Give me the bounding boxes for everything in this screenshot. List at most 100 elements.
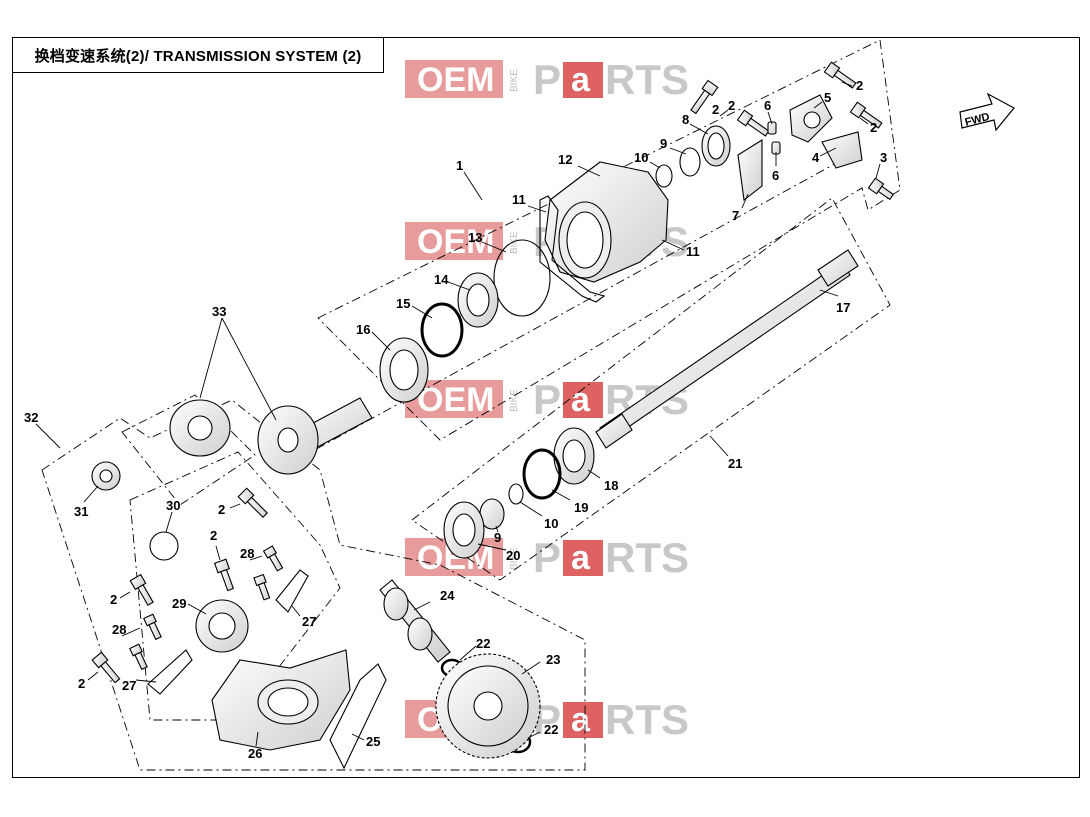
callout-2: 2 [870, 120, 877, 135]
watermark: OEM BIKE P a RTS [405, 376, 689, 423]
bolt-2-b [823, 61, 857, 89]
callout-3: 3 [880, 150, 887, 165]
callout-21: 21 [728, 456, 742, 471]
watermark-oem-text: OEM [417, 61, 494, 99]
bolt-2-e [237, 487, 268, 518]
sub-housing-outline [129, 451, 341, 721]
watermark-p: P [533, 534, 561, 581]
plate-7 [737, 139, 763, 202]
watermark-bike-text: BIKE [509, 547, 520, 570]
leader-lines [35, 81, 881, 747]
callout-2: 2 [210, 528, 217, 543]
callout-30: 30 [166, 498, 180, 513]
shaft-axis-line [299, 149, 861, 459]
gear-33-outline [121, 394, 256, 506]
callout-22: 22 [544, 722, 558, 737]
gasket-11 [539, 195, 606, 303]
bracket-27-b [147, 649, 193, 695]
bolt-28-a [262, 545, 284, 572]
page-title: 换档变速系统(2)/ TRANSMISSION SYSTEM (2) [34, 47, 362, 65]
watermark-a: a [571, 701, 591, 739]
washer-30 [149, 531, 179, 561]
callout-17: 17 [836, 300, 850, 315]
watermark-oem-box [405, 222, 503, 260]
bolt-2-c [849, 101, 883, 129]
callout-13: 13 [468, 230, 482, 245]
watermark-bike-text: BIKE [509, 389, 520, 412]
shaft-17 [599, 261, 851, 442]
callout-14: 14 [434, 272, 449, 287]
title-box: 换档变速系统(2)/ TRANSMISSION SYSTEM (2) [12, 37, 384, 73]
callout-6: 6 [772, 168, 779, 183]
callout-28: 28 [112, 622, 126, 637]
watermark-rts: RTS [605, 696, 689, 743]
callout-25: 25 [366, 734, 380, 749]
callouts: 1 2 2 2 2 3 4 5 6 6 7 8 9 10 11 11 12 13… [24, 78, 887, 761]
callout-31: 31 [74, 504, 88, 519]
shaft-17-end-spline [595, 413, 633, 449]
callout-2: 2 [728, 98, 735, 113]
callout-11: 11 [686, 244, 700, 259]
callout-24: 24 [440, 588, 455, 603]
watermark-oem-text: OEM [417, 223, 494, 261]
shafts [299, 249, 859, 451]
bolt-3 [867, 177, 895, 201]
callout-11: 11 [512, 192, 526, 207]
callout-22: 22 [476, 636, 490, 651]
bolt-28-d [129, 643, 148, 671]
callout-4: 4 [812, 150, 820, 165]
bolt-2-g [129, 573, 154, 606]
watermark-rts: RTS [605, 534, 689, 581]
callout-26: 26 [248, 746, 262, 761]
callout-16: 16 [356, 322, 370, 337]
circlip-19 [522, 448, 562, 500]
callout-19: 19 [574, 500, 588, 515]
callout-33: 33 [212, 304, 226, 319]
callout-29: 29 [172, 596, 186, 611]
shaft-21-parts [443, 427, 595, 559]
o-ring-13 [493, 239, 551, 317]
circlip-10-top [655, 164, 673, 188]
left-group-parts [91, 399, 541, 770]
callout-8: 8 [682, 112, 689, 127]
watermark-a-box [563, 702, 603, 738]
watermark-bike-text: BIKE [509, 231, 520, 254]
circlip-10-bottom [508, 483, 524, 505]
bolt-28-c [143, 613, 162, 641]
watermark-a: a [571, 539, 591, 577]
watermark-p: P [533, 56, 561, 103]
callout-2: 2 [78, 676, 85, 691]
callout-27: 27 [122, 678, 136, 693]
diagram-frame [12, 37, 1080, 778]
gasket-25 [329, 663, 387, 770]
callout-23: 23 [546, 652, 560, 667]
callout-7: 7 [732, 208, 739, 223]
callout-20: 20 [506, 548, 520, 563]
shaft-17-spline [817, 249, 859, 287]
callout-10: 10 [544, 516, 558, 531]
callout-2: 2 [712, 102, 719, 117]
upper-right-parts [379, 61, 895, 403]
bracket-27-a [275, 569, 309, 613]
callout-1: 1 [456, 158, 463, 173]
bolt-28-b [253, 573, 271, 601]
watermark-oem-text: OEM [417, 381, 494, 419]
bolt-2-a [690, 79, 719, 115]
callout-2: 2 [856, 78, 863, 93]
callout-12: 12 [558, 152, 572, 167]
callout-9: 9 [660, 136, 667, 151]
bolt-2-d [736, 109, 770, 137]
dowel-pin-6-a [767, 121, 777, 135]
callout-6: 6 [764, 98, 771, 113]
circlip-15 [420, 302, 464, 358]
callout-27: 27 [302, 614, 316, 629]
watermark-p: P [533, 376, 561, 423]
fwd-arrow-shape [959, 92, 1015, 132]
watermark-oem-box [405, 60, 503, 98]
callout-32: 32 [24, 410, 38, 425]
watermark-bike-text: BIKE [509, 69, 520, 92]
assembly-outlines [41, 39, 901, 771]
callout-5: 5 [824, 90, 831, 105]
watermark-rts: RTS [605, 56, 689, 103]
